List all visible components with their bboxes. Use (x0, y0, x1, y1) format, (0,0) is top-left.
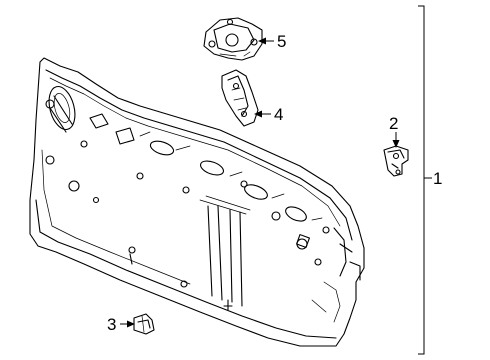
rear-panel (29, 57, 365, 347)
callout-3-label: 3 (107, 315, 116, 334)
vertical-reinforcement (221, 69, 259, 127)
callout-1-label: 1 (433, 169, 442, 188)
clip (133, 313, 155, 335)
side-bracket (383, 145, 409, 177)
callout-1: 1 (418, 5, 442, 355)
callout-2: 2 (389, 114, 400, 148)
top-bracket (203, 17, 263, 61)
callout-4: 4 (254, 105, 283, 124)
callout-4-label: 4 (274, 105, 283, 124)
callout-5-label: 5 (277, 32, 286, 51)
callout-2-label: 2 (389, 114, 398, 133)
callout-5: 5 (258, 32, 286, 51)
callout-3: 3 (107, 315, 135, 334)
